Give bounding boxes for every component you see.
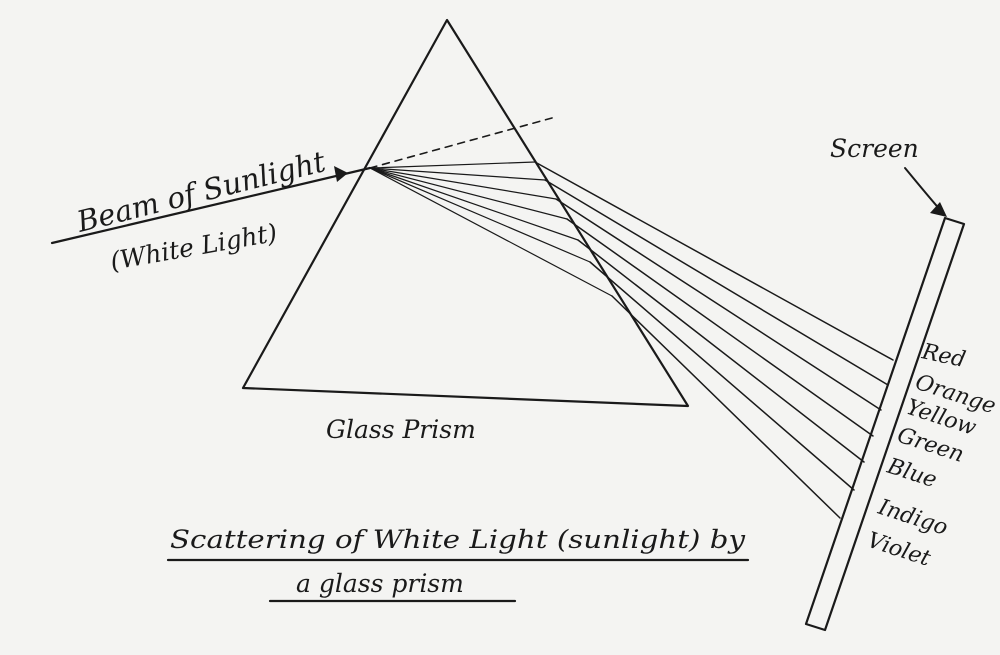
screen-arrow-icon	[930, 202, 947, 217]
spectrum-label-blue: Blue	[883, 454, 940, 494]
white-light-label: (White Light)	[108, 218, 279, 276]
caption-line-1: Scattering of White Light (sunlight) by	[170, 525, 746, 554]
internal-rays	[369, 161, 613, 297]
spectrum-label-red: Red	[919, 339, 968, 373]
prism-label: Glass Prism	[326, 415, 476, 444]
beam-arrow-icon	[334, 166, 348, 182]
screen-label: Screen	[830, 134, 919, 163]
normal-dashed-line	[369, 117, 553, 169]
glass-prism	[241, 18, 690, 408]
caption-line-2: a glass prism	[296, 569, 464, 598]
spectrum-label-violet: Violet	[864, 528, 933, 572]
incident-beam	[50, 166, 372, 245]
screen-pointer-arrow	[904, 167, 943, 213]
screen-bar	[804, 216, 966, 632]
emergent-rays	[534, 161, 894, 519]
beam-label: Beam of Sunlight	[72, 144, 329, 239]
